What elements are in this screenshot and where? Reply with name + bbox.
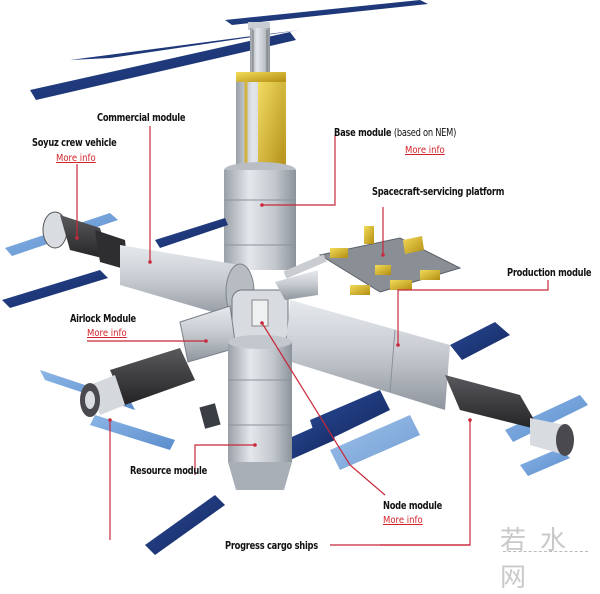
mast xyxy=(250,28,270,83)
right-solar-arrays xyxy=(285,322,588,476)
soyuz-more-info-link[interactable]: More info xyxy=(56,153,96,164)
space-station-illustration xyxy=(2,0,588,555)
base-module-note: (based on NEM) xyxy=(393,127,457,139)
label-node-module: Node module xyxy=(383,500,442,512)
progress-ship-left xyxy=(40,348,195,450)
label-commercial-module: Commercial module xyxy=(97,112,186,124)
base-module xyxy=(224,162,296,270)
label-spacecraft-servicing-platform: Spacecraft-servicing platform xyxy=(372,186,505,198)
soyuz-crew-vehicle xyxy=(42,211,128,270)
node-module xyxy=(231,289,289,343)
watermark: 若水网 xyxy=(500,526,581,593)
leader-dots xyxy=(75,203,472,447)
production-module xyxy=(285,300,450,410)
resource-module xyxy=(199,335,292,490)
label-airlock-module: Airlock Module xyxy=(70,313,136,325)
progress-ship-right xyxy=(445,375,574,456)
top-solar-array xyxy=(30,0,428,100)
node-module-more-info-link[interactable]: More info xyxy=(383,515,423,526)
label-resource-module: Resource module xyxy=(130,465,207,477)
label-soyuz-crew-vehicle: Soyuz crew vehicle xyxy=(32,137,117,149)
label-progress-cargo-ships: Progress cargo ships xyxy=(225,540,318,552)
base-module-more-info-link[interactable]: More info xyxy=(405,145,445,156)
watermark-underline xyxy=(503,551,588,554)
base-module-name: Base module xyxy=(334,127,392,139)
label-production-module: Production module xyxy=(507,267,592,279)
bottom-solar-array xyxy=(145,495,225,555)
leader-lines xyxy=(76,126,549,546)
upper-module xyxy=(236,72,286,172)
label-base-module: Base module (based on NEM) xyxy=(334,127,456,139)
airlock-module xyxy=(179,305,237,363)
airlock-more-info-link[interactable]: More info xyxy=(87,328,127,339)
servicing-platform xyxy=(318,226,462,295)
